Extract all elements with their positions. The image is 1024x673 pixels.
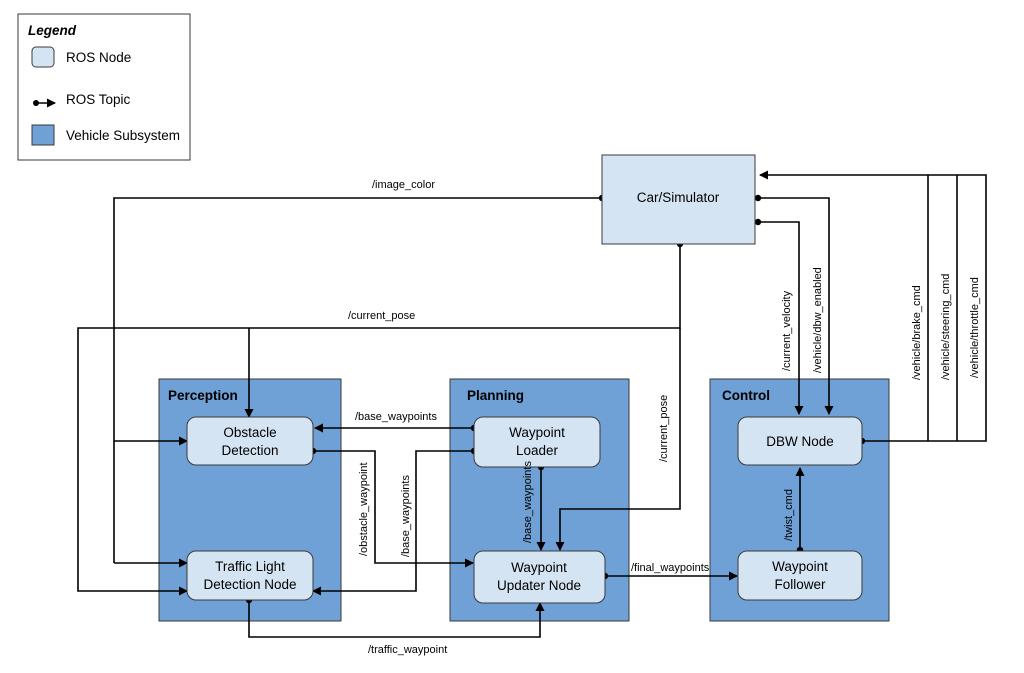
legend-ros-topic-label: ROS Topic xyxy=(66,92,131,107)
legend-topic-arrow-icon xyxy=(33,98,56,108)
dbw-enabled-topic-label: /vehicle/dbw_enabled xyxy=(812,267,824,373)
waypoint-loader-node xyxy=(473,416,601,468)
waypoint-loader-label-line1: Waypoint xyxy=(509,425,565,440)
waypoint-follower-label-line2: Follower xyxy=(774,577,826,592)
car-simulator-label: Car/Simulator xyxy=(637,190,720,205)
dbw-enabled-source-dot xyxy=(754,194,762,202)
waypoint-follower-node xyxy=(737,550,863,601)
throttle-cmd-topic-label: /vehicle/throttle_cmd xyxy=(969,277,981,378)
traffic-light-detection-node xyxy=(186,550,314,601)
brake-cmd-topic-label: /vehicle/brake_cmd xyxy=(911,285,923,380)
current-velocity-topic-label: /current_velocity xyxy=(781,290,793,371)
traffic-light-label-line2: Detection Node xyxy=(203,577,296,592)
obstacle-waypoint-topic-label: /obstacle_waypoint xyxy=(358,462,370,556)
current-velocity-source-dot xyxy=(754,218,762,226)
car-simulator-node xyxy=(601,154,756,245)
final-waypoints-topic-label: /final_waypoints xyxy=(631,562,710,574)
obstacle-detection-label-line2: Detection xyxy=(221,443,278,458)
base-waypoints-to-traffic xyxy=(312,450,474,596)
waypoint-follower-label-line1: Waypoint xyxy=(772,559,828,574)
dbw-node-label: DBW Node xyxy=(766,434,834,449)
base-waypoints-topic-label: /base_waypoints xyxy=(355,411,437,423)
legend-vehicle-subsystem-swatch xyxy=(31,124,55,146)
legend-ros-node-swatch xyxy=(31,46,55,68)
planning-title: Planning xyxy=(467,388,524,403)
steering-cmd-topic-label: /vehicle/steering_cmd xyxy=(940,274,952,380)
obstacle-detection-label-line1: Obstacle xyxy=(223,425,276,440)
dbw-node xyxy=(737,416,863,466)
waypoint-updater-node xyxy=(473,550,606,604)
obstacle-detection-node xyxy=(186,416,314,466)
base-waypoints-diag-label: /base_waypoints xyxy=(400,475,412,557)
perception-title: Perception xyxy=(168,388,238,403)
waypoint-loader-label-line2: Loader xyxy=(516,443,559,458)
current-pose-vertical-label: /current_pose xyxy=(658,395,670,462)
image-color-topic-label: /image_color xyxy=(372,179,435,191)
traffic-light-label-line1: Traffic Light xyxy=(215,559,285,574)
traffic-waypoint-wire xyxy=(248,600,545,638)
current-pose-topic-label: /current_pose xyxy=(348,310,415,322)
twist-cmd-topic-label: /twist_cmd xyxy=(783,489,795,541)
obstacle-waypoint-wire xyxy=(313,450,474,568)
dbw-enabled-wire xyxy=(758,197,834,415)
vehicle-cmd-wire xyxy=(759,170,987,442)
legend-title: Legend xyxy=(28,23,77,38)
legend-vehicle-subsystem-label: Vehicle Subsystem xyxy=(66,128,180,143)
waypoint-updater-label-line2: Updater Node xyxy=(497,578,581,593)
current-pose-wire xyxy=(77,244,681,596)
traffic-waypoint-topic-label: /traffic_waypoint xyxy=(368,644,447,656)
base-waypoints-vertical-label: /base_waypoints xyxy=(522,461,534,543)
image-color-wire xyxy=(113,197,602,446)
legend: Legend ROS Node ROS Topic Vehicle Subsys… xyxy=(17,13,191,161)
waypoint-updater-label-line1: Waypoint xyxy=(511,560,567,575)
control-title: Control xyxy=(722,388,770,403)
current-velocity-wire xyxy=(758,221,804,415)
current-pose-to-updater xyxy=(555,328,681,551)
legend-ros-node-label: ROS Node xyxy=(66,50,131,65)
